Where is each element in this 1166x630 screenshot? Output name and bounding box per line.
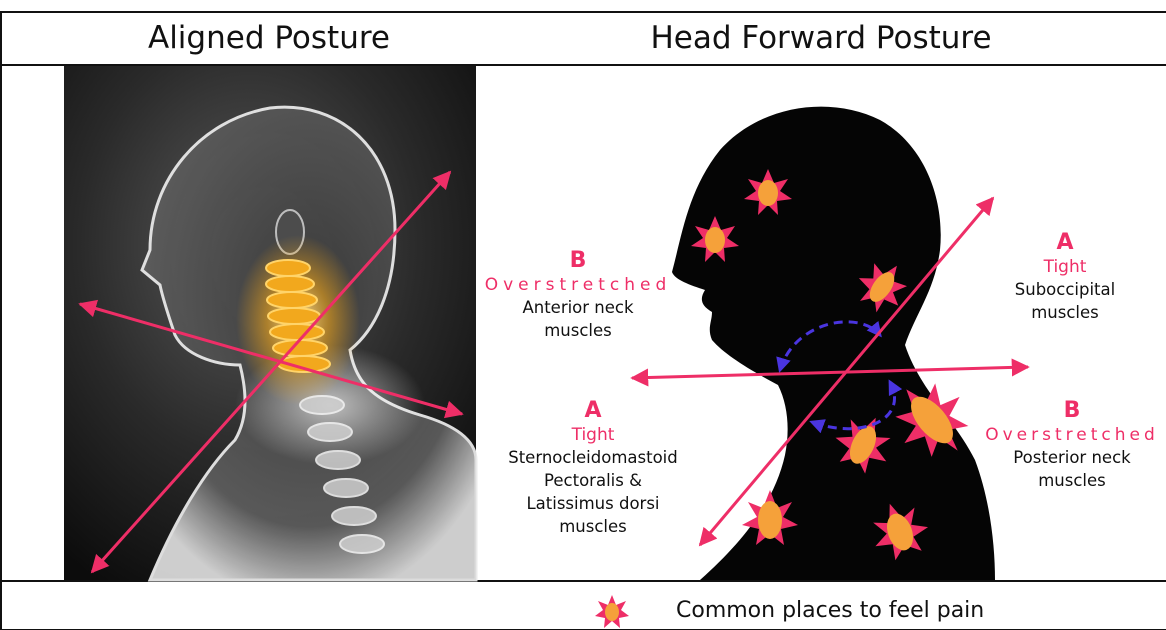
- aligned-posture-title: Aligned Posture: [64, 12, 474, 64]
- label-b-posterior-neck: B Overstretched Posterior neck muscles: [978, 398, 1166, 492]
- head-forward-silhouette: [672, 107, 995, 580]
- label-a-front-neck-chest: A Tight Sternocleidomastoid Pectoralis &…: [488, 398, 698, 538]
- label-muscle-line: Sternocleidomastoid: [488, 446, 698, 469]
- label-state: Overstretched: [478, 274, 678, 296]
- head-forward-posture-title: Head Forward Posture: [476, 12, 1166, 64]
- label-letter: B: [478, 248, 678, 274]
- label-b-anterior-neck: B Overstretched Anterior neck muscles: [478, 248, 678, 342]
- label-muscle-line: muscles: [478, 319, 678, 342]
- label-muscle-line: muscles: [488, 515, 698, 538]
- label-letter: A: [488, 398, 698, 424]
- label-state: Tight: [488, 424, 698, 446]
- label-muscle-line: muscles: [990, 301, 1140, 324]
- label-muscle-line: Posterior neck: [978, 446, 1166, 469]
- label-a-suboccipital: A Tight Suboccipital muscles: [990, 230, 1140, 324]
- label-state: Overstretched: [978, 424, 1166, 446]
- legend-label: Common places to feel pain: [676, 596, 984, 626]
- label-muscle-line: muscles: [978, 469, 1166, 492]
- label-muscle-line: Latissimus dorsi: [488, 492, 698, 515]
- label-muscle-line: Pectoralis &: [488, 469, 698, 492]
- label-muscle-line: Anterior neck: [478, 296, 678, 319]
- legend-pain-star-icon: [595, 595, 629, 628]
- label-letter: A: [990, 230, 1140, 256]
- label-letter: B: [978, 398, 1166, 424]
- label-muscle-line: Suboccipital: [990, 278, 1140, 301]
- aligned-posture-panel: [64, 66, 476, 580]
- label-state: Tight: [990, 256, 1140, 278]
